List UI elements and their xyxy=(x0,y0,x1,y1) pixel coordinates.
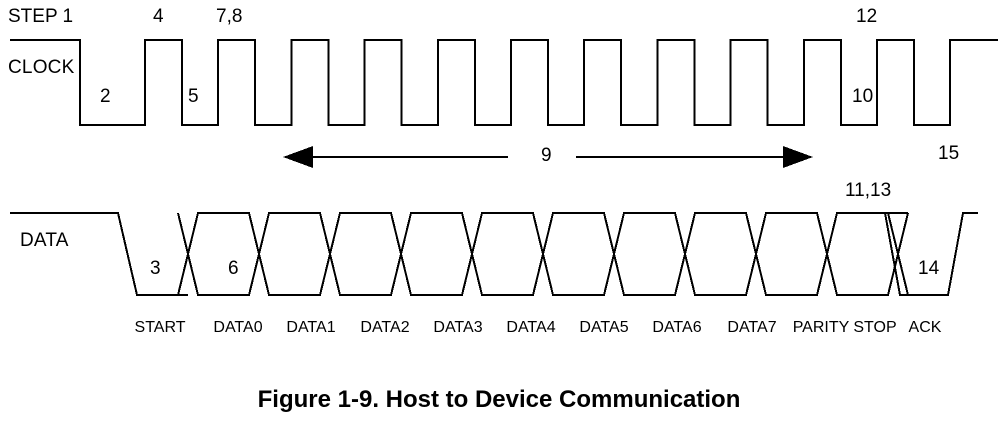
data-cell-lower-7 xyxy=(674,212,767,296)
figure-caption: Figure 1-9. Host to Device Communication xyxy=(257,386,741,413)
bit-label-data5: DATA5 xyxy=(579,319,629,336)
data-cell-lower-5 xyxy=(532,212,625,296)
clock-signal-label: CLOCK xyxy=(8,57,75,78)
bit-label-data1: DATA1 xyxy=(286,319,336,336)
data-cell-lower-8 xyxy=(745,212,838,296)
clock-waveform xyxy=(10,39,998,126)
data-cell-upper-2 xyxy=(319,212,412,296)
span-arrow-9 xyxy=(283,146,813,168)
clock-trace xyxy=(10,39,998,126)
data-start-bit xyxy=(10,212,188,296)
bit-label-data0: DATA0 xyxy=(213,319,263,336)
step-label-10: 10 xyxy=(852,86,874,107)
data-cell-upper-6 xyxy=(603,212,696,296)
bit-field-labels: START DATA0 DATA1 DATA2 DATA3 DATA4 DATA5 DATA6… xyxy=(0,319,998,341)
bit-label-data7: DATA7 xyxy=(727,319,777,336)
step-label-7-8: 7,8 xyxy=(216,6,243,27)
data-cell-lower-0 xyxy=(177,212,270,296)
data-cell-upper-7 xyxy=(674,212,767,296)
step-label-2: 2 xyxy=(100,86,111,107)
data-cell-lower-3 xyxy=(390,212,483,296)
data-cell-lower-6 xyxy=(603,212,696,296)
bit-label-parity: PARITY xyxy=(792,319,850,336)
data-cell-upper-8 xyxy=(745,212,838,296)
bit-label-stop: STOP xyxy=(853,319,897,336)
data-cell-upper-3 xyxy=(390,212,483,296)
step-label-3: 3 xyxy=(150,258,161,279)
data-cell-upper-9 xyxy=(816,212,909,296)
span-arrow-head-left xyxy=(283,146,313,168)
bit-label-data2: DATA2 xyxy=(360,319,410,336)
data-signal-label: DATA xyxy=(20,230,69,251)
data-cell-upper-4 xyxy=(461,212,554,296)
data-cell-upper-5 xyxy=(532,212,625,296)
bit-label-data4: DATA4 xyxy=(506,319,556,336)
data-cell-lower-2 xyxy=(319,212,412,296)
step-label-step-1: STEP 1 xyxy=(8,6,74,27)
step-label-5: 5 xyxy=(188,86,199,107)
data-cell-lower-9 xyxy=(816,212,909,296)
data-cell-upper-1 xyxy=(248,212,341,296)
bit-label-data6: DATA6 xyxy=(652,319,702,336)
step-label-4: 4 xyxy=(153,6,164,27)
step-label-11-13: 11,13 xyxy=(845,180,892,201)
step-label-14: 14 xyxy=(918,258,940,279)
data-cell-upper-0 xyxy=(177,212,270,296)
bit-label-start: START xyxy=(134,319,186,336)
step-label-15: 15 xyxy=(938,143,960,164)
step-label-12: 12 xyxy=(856,6,878,27)
bit-label-ack: ACK xyxy=(908,319,942,336)
step-label-6: 6 xyxy=(228,258,239,279)
data-waveform xyxy=(10,212,978,296)
data-stop-ack-trace xyxy=(883,212,978,296)
data-cell-lower-4 xyxy=(461,212,554,296)
bit-label-data3: DATA3 xyxy=(433,319,483,336)
data-cell-lower-1 xyxy=(248,212,341,296)
span-arrow-head-right xyxy=(783,146,813,168)
step-label-9: 9 xyxy=(541,145,552,166)
